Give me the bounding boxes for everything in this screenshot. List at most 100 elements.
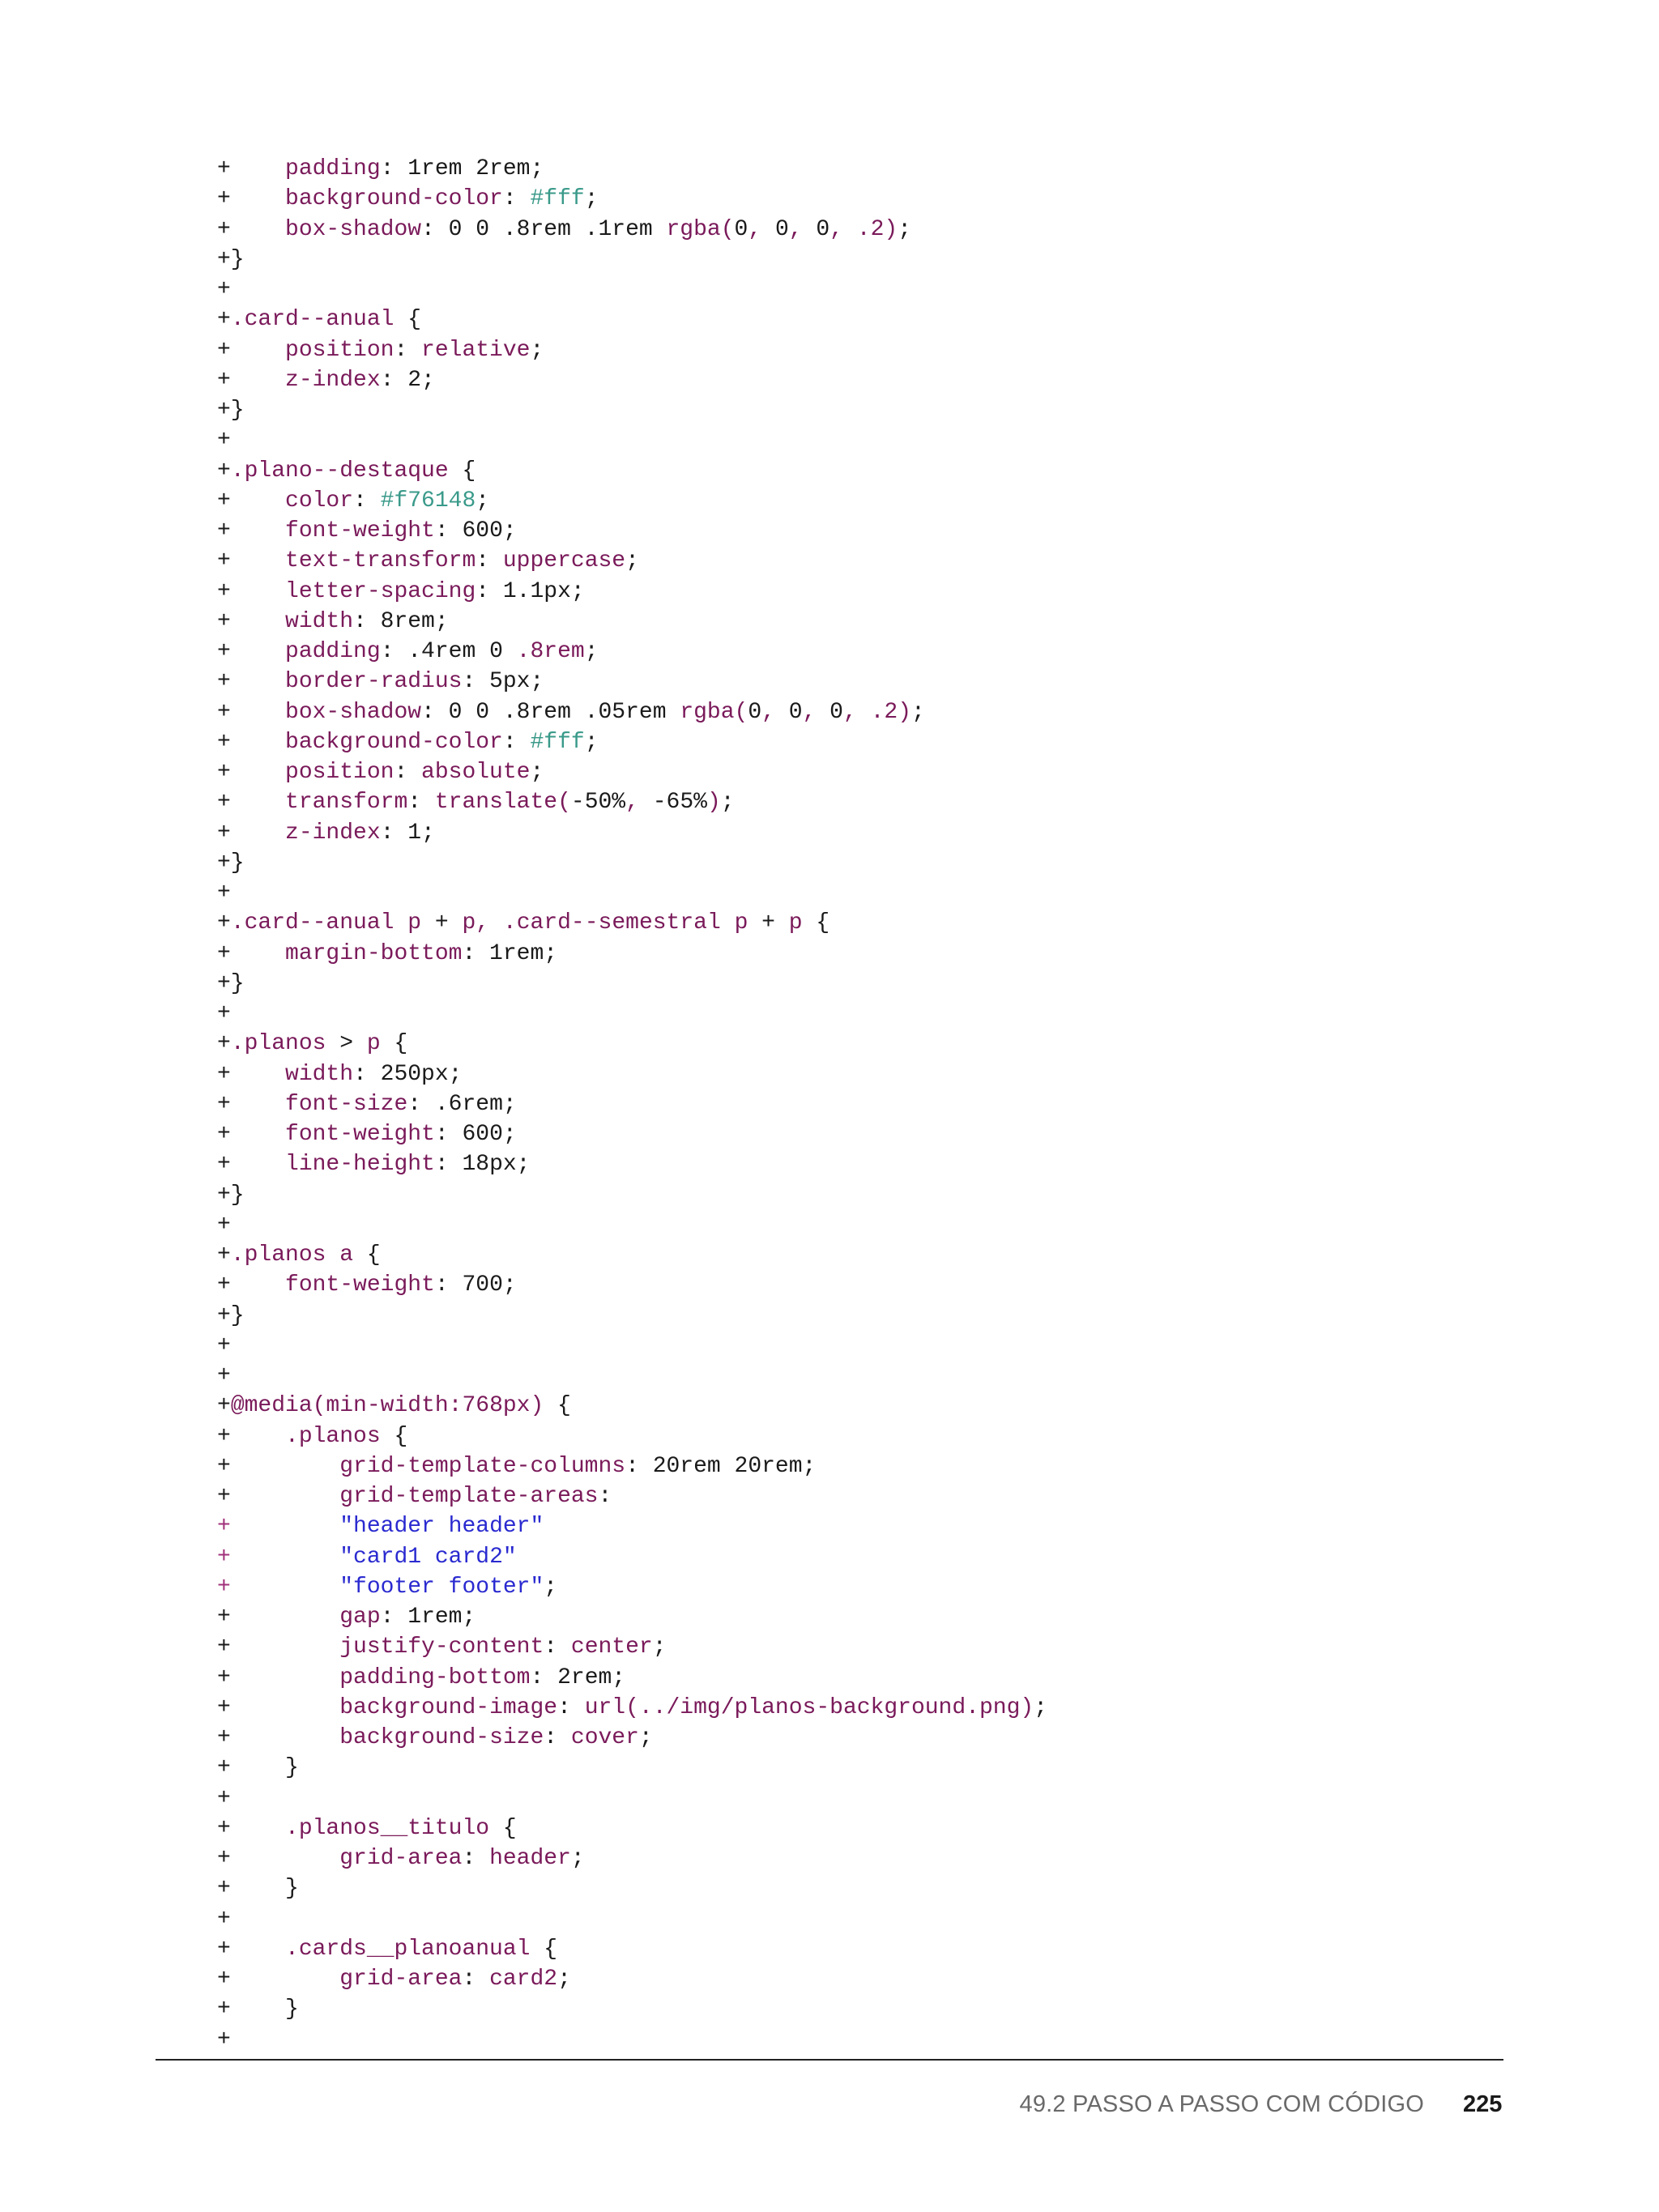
code-line: + text-transform: uppercase; <box>217 546 1047 576</box>
code-line: +} <box>217 969 1047 999</box>
code-token: relative <box>421 337 531 363</box>
code-token: font-weight <box>285 1122 435 1147</box>
code-token: : 5px; <box>462 669 544 695</box>
code-line: +.planos a { <box>217 1240 1047 1270</box>
code-token: : 1rem; <box>462 940 558 966</box>
code-token: font-weight <box>285 518 435 543</box>
code-token: "card1 card2" <box>339 1544 517 1570</box>
code-token: url(../img/planos-background.png) <box>584 1694 1034 1720</box>
code-token: -50% <box>570 790 626 816</box>
code-line: + padding: .4rem 0 .8rem; <box>217 637 1047 667</box>
code-token: > <box>326 1031 367 1057</box>
code-line: + line-height: 18px; <box>217 1149 1047 1179</box>
code-token: .plano--destaque <box>230 458 449 484</box>
code-token: { <box>530 1936 558 1962</box>
code-token: ; <box>570 1846 585 1871</box>
code-token: { <box>802 910 830 936</box>
code-token: { <box>544 1393 571 1419</box>
code-token: : 2rem; <box>530 1664 626 1690</box>
code-line: + justify-content: center; <box>217 1632 1047 1662</box>
code-token: , <box>476 910 490 936</box>
code-line: + background-image: url(../img/planos-ba… <box>217 1693 1047 1723</box>
code-token: ; <box>911 699 925 725</box>
code-line: +} <box>217 245 1047 275</box>
code-line: + font-weight: 700; <box>217 1270 1047 1300</box>
code-token: + <box>217 1815 286 1841</box>
code-token: : <box>544 1725 571 1750</box>
code-token: + <box>217 1242 231 1268</box>
code-token: position <box>285 337 394 363</box>
code-token: + <box>217 1122 286 1147</box>
code-token: : <box>394 337 422 363</box>
code-token: + <box>217 1332 231 1358</box>
code-token: : <box>353 488 381 514</box>
code-token: + <box>217 548 286 574</box>
code-token: : .6rem; <box>407 1091 517 1117</box>
code-token: .card--semestral p <box>502 910 748 936</box>
code-token: ; <box>898 216 912 242</box>
code-token: ; <box>584 186 599 212</box>
code-token: + <box>217 1453 340 1479</box>
code-token: z-index <box>285 367 381 393</box>
code-line: + padding-bottom: 2rem; <box>217 1663 1047 1693</box>
code-token: + <box>217 1906 231 1932</box>
code-token: box-shadow <box>285 699 422 725</box>
code-line: + font-size: .6rem; <box>217 1089 1047 1119</box>
code-token: , <box>802 699 817 725</box>
code-token: : 600; <box>434 1122 517 1147</box>
code-token: z-index <box>285 820 381 846</box>
code-line: + } <box>217 1753 1047 1783</box>
code-token: + <box>217 186 286 212</box>
code-token: : <box>598 1484 612 1509</box>
code-token: ) <box>884 216 898 242</box>
code-token: + <box>217 1846 340 1871</box>
code-token: ) <box>898 699 912 725</box>
code-token: margin-bottom <box>285 940 463 966</box>
code-line: + width: 250px; <box>217 1059 1047 1089</box>
code-token: + <box>217 1725 340 1750</box>
code-token: + <box>217 880 231 906</box>
code-token: p <box>788 910 803 936</box>
code-token: + <box>217 1544 231 1570</box>
code-token: : <box>407 790 435 816</box>
code-token: box-shadow <box>285 216 422 242</box>
code-token: + } <box>217 1755 299 1781</box>
code-token: #f76148 <box>380 488 476 514</box>
code-line: + <box>217 425 1047 455</box>
code-token: + <box>217 1272 286 1298</box>
running-footer-section-title: 49.2 PASSO A PASSO COM CÓDIGO <box>1019 2091 1424 2117</box>
code-token: + <box>217 367 286 393</box>
code-token: + <box>217 1967 340 1992</box>
code-token: 0 <box>816 699 843 725</box>
code-token: line-height <box>285 1152 435 1178</box>
code-token: padding-bottom <box>339 1664 531 1690</box>
code-token: header <box>489 1846 571 1871</box>
code-token: +} <box>217 1302 245 1328</box>
code-line: + <box>217 999 1047 1029</box>
code-token: , <box>625 790 639 816</box>
code-token: grid-area <box>339 1846 463 1871</box>
code-token: 0 <box>748 699 762 725</box>
code-token: ; <box>476 488 490 514</box>
code-line: + font-weight: 600; <box>217 1119 1047 1149</box>
code-token: ; <box>584 639 599 664</box>
code-line: + background-color: #fff; <box>217 727 1047 757</box>
code-token: + <box>217 1212 231 1238</box>
code-token: : <box>557 1694 585 1720</box>
code-token: : 0 0 .8rem .1rem <box>421 216 667 242</box>
code-token: ; <box>1034 1694 1047 1720</box>
code-token: : <box>544 1634 571 1660</box>
code-token: + <box>217 1605 340 1630</box>
code-token: .8rem <box>516 639 585 664</box>
code-token: +} <box>217 398 245 423</box>
code-token: { <box>380 1031 408 1057</box>
code-token: : 700; <box>434 1272 517 1298</box>
code-token: + <box>217 1634 340 1660</box>
code-token: translate( <box>434 790 571 816</box>
code-token: .card--anual p <box>230 910 422 936</box>
code-token: + <box>217 1091 286 1117</box>
code-token: width <box>285 608 354 634</box>
code-token: background-image <box>339 1694 558 1720</box>
code-token: padding <box>285 156 381 181</box>
code-line: + <box>217 1784 1047 1813</box>
